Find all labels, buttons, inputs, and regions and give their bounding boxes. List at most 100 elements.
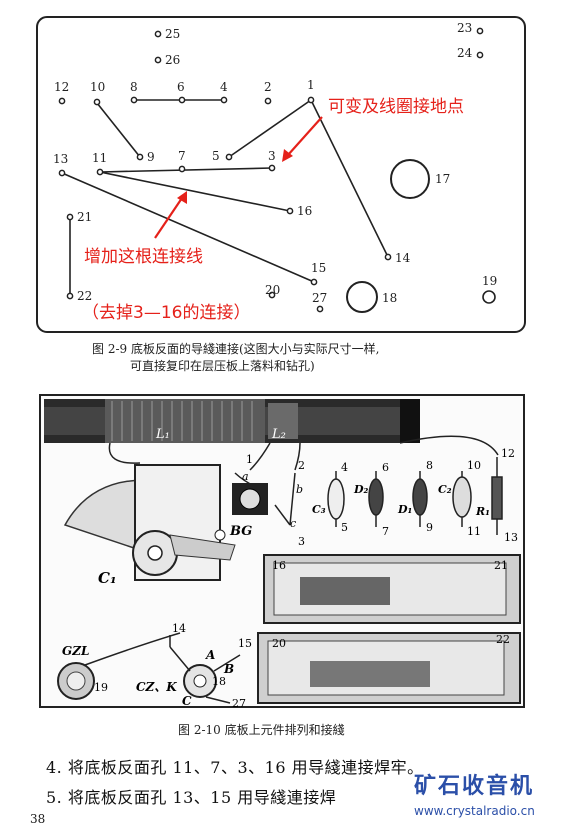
battery-labels: 16 21 20 22 14 15 [172,559,510,650]
hole-10: 10 [90,80,105,94]
hole-8: 8 [130,80,138,94]
figure-2-10-caption: 图 2-10 底板上元件排列和接綫 [178,723,345,737]
step-4: 4. 将底板反面孔 11、7、3、16 用导綫連接焊牢。 [46,754,424,778]
hole-27: 27 [312,291,327,305]
label-12: 12 [501,447,515,460]
hole-3: 3 [268,149,276,163]
hole-21: 21 [77,210,92,224]
label-11: 11 [467,525,481,538]
crystal-detector-bg [232,483,268,515]
label-7: 7 [382,525,389,538]
watermark-url: www.crystalradio.cn [414,804,535,818]
step-4-text: 将底板反面孔 11、7、3、16 用导綫連接焊牢。 [67,758,424,777]
hole-4: 4 [220,80,228,94]
step-5: 5. 将底板反面孔 13、15 用导綫連接焊 [46,784,336,808]
hole-11: 11 [92,151,107,165]
label-bg: BG [229,524,252,539]
step-5-number: 5. [46,788,63,807]
label-22: 22 [496,633,510,646]
hole-19: 19 [482,274,497,288]
label-d1: D₁ [397,503,412,516]
hole-23: 23 [457,21,472,35]
label-gzl: GZL [62,644,89,658]
add-wire-annotation: 增加这根连接线 [84,247,203,267]
hole-numbers: 25 26 23 24 12 10 8 6 4 2 1 9 7 5 3 13 1… [53,21,497,305]
hole-2: 2 [264,80,272,94]
label-20: 20 [272,637,286,650]
label-21: 21 [494,559,508,572]
label-27: 27 [232,697,246,710]
label-a: a [242,470,249,483]
watermark-title: 矿石收音机 [414,774,535,799]
label-r1: R₁ [475,505,490,518]
tuning-capacitor-c1 [63,464,236,581]
hole-12: 12 [54,80,69,94]
component-row [327,457,503,535]
board-outline [36,16,526,333]
label-14: 14 [172,622,186,635]
label-10: 10 [467,459,481,472]
ferrite-rod-antenna [44,399,420,443]
label-b-jack: B [223,662,234,676]
component-wires [84,435,499,666]
component-labels: 4 5 6 7 8 9 10 11 12 13 C₃ D₂ D₁ C₂ R₁ [312,447,518,544]
jack-switch-cz-k [169,646,241,704]
hole-18: 18 [382,291,397,305]
hole-15: 15 [311,261,326,275]
component-layout-photo: L₁ L₂ C₁ BG 1 2 3 a b c [39,394,525,710]
hole-marks [58,27,496,313]
red-annotations: 可变及线圈接地点 增加这根连接线 （去掉3—16的连接） [82,97,464,323]
label-4: 4 [341,461,348,474]
caption-line-2: 可直接复印在层压板上落料和钻孔) [130,359,315,373]
label-19: 19 [94,681,108,694]
jack-labels: GZL 19 CZ、K 18 27 A B C [62,644,246,710]
label-c3: C₃ [312,503,326,516]
hole-26: 26 [165,53,180,67]
label-15: 15 [238,637,252,650]
label-5: 5 [341,521,348,534]
caption-line-1: 图 2-9 底板反面的导綫連接(这图大小与实际尺寸一样, [92,342,380,356]
hole-1: 1 [307,78,315,92]
hole-14: 14 [395,251,411,265]
hole-6: 6 [177,80,185,94]
hole-5: 5 [212,149,220,163]
label-c2: C₂ [438,483,452,496]
ground-point-annotation: 可变及线圈接地点 [328,97,464,117]
figure-2-9-caption: 图 2-9 底板反面的导綫連接(这图大小与实际尺寸一样, 可直接复印在层压板上落… [92,341,379,375]
remove-wire-annotation: （去掉3—16的连接） [82,303,250,323]
label-d2: D₂ [353,483,369,496]
site-watermark: 矿石收音机 www.crystalradio.cn [414,768,535,818]
page-number: 38 [30,812,46,826]
label-c: c [290,517,296,530]
label-c1: C₁ [98,569,117,587]
coil-l1-label: L₁ [155,427,170,442]
hole-17: 17 [435,172,450,186]
battery-pack [257,554,521,704]
label-3: 3 [298,535,305,548]
hole-24: 24 [457,46,473,60]
label-9: 9 [426,521,433,534]
label-c-jack: C [182,694,192,708]
hole-25: 25 [165,27,180,41]
label-16: 16 [272,559,286,572]
hole-16: 16 [297,204,312,218]
earphone-gzl [57,662,95,700]
label-2: 2 [298,459,305,472]
label-1: 1 [246,453,253,466]
hole-20: 20 [265,283,280,297]
label-a-jack: A [205,648,215,662]
label-18: 18 [212,675,226,688]
label-b: b [296,483,303,496]
hole-22: 22 [77,289,92,303]
label-13: 13 [504,531,518,544]
label-6: 6 [382,461,389,474]
coil-l2-label: L₂ [271,427,286,442]
label-czk: CZ、K [136,680,177,694]
board-drilling-diagram: 25 26 23 24 12 10 8 6 4 2 1 9 7 5 3 13 1… [36,16,526,333]
step-4-number: 4. [46,758,63,777]
hole-13: 13 [53,152,68,166]
label-8: 8 [426,459,433,472]
hole-9: 9 [147,150,155,164]
step-5-text: 将底板反面孔 13、15 用导綫連接焊 [67,788,337,807]
hole-7: 7 [178,149,186,163]
